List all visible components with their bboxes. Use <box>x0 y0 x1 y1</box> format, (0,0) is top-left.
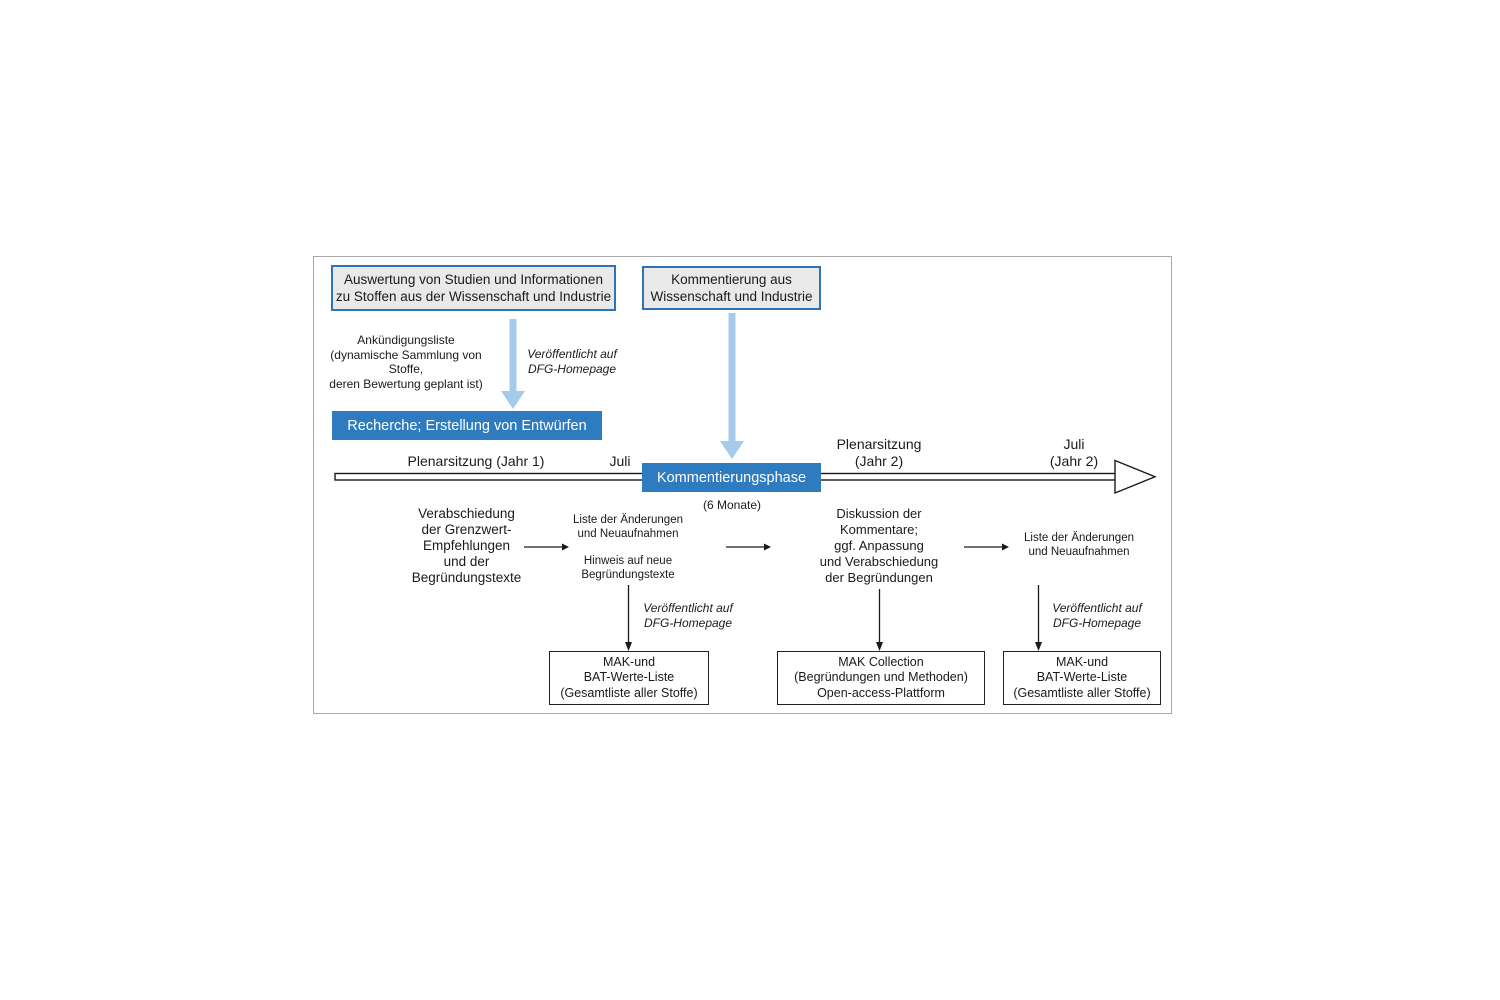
step-list-of-changes-1: Liste der Änderungen und Neuaufnahmen <box>573 514 683 540</box>
box-evaluation-studies: Auswertung von Studien und Informationen… <box>331 265 616 311</box>
timeline-label-plenary-year2: Plenarsitzung (Jahr 2) <box>836 436 922 469</box>
blue-down-arrow-icon <box>720 313 744 459</box>
diagram-frame: Auswertung von Studien und Informationen… <box>313 256 1172 714</box>
right-arrow-icon <box>964 542 1010 552</box>
timeline-label-july-year2: Juli (Jahr 2) <box>1049 436 1099 469</box>
box-research-drafts: Recherche; Erstellung von Entwürfen <box>332 411 602 440</box>
phase-duration-label: (6 Monate) <box>702 498 762 512</box>
blue-down-arrow-icon <box>501 319 525 409</box>
step-note-new-documentation: Hinweis auf neue Begründungstexte <box>581 555 675 581</box>
announcement-list-label: Ankündigungsliste (dynamische Sammlung v… <box>329 333 483 391</box>
step-discussion-comments: Diskussion der Kommentare; ggf. Anpassun… <box>819 506 939 585</box>
right-arrow-icon <box>726 542 772 552</box>
published-note-homepage: Veröffentlicht auf DFG-Homepage <box>1052 601 1142 630</box>
down-arrow-icon <box>873 589 886 651</box>
published-note-homepage: Veröffentlicht auf DFG-Homepage <box>527 347 617 376</box>
step-adoption-recommendations: Verabschiedung der Grenzwert- Empfehlung… <box>411 506 522 585</box>
right-arrow-icon <box>524 542 570 552</box>
down-arrow-icon <box>622 585 635 651</box>
timeline-label-july-year1: Juli <box>609 453 631 469</box>
timeline-label-plenary-year1: Plenarsitzung (Jahr 1) <box>407 453 545 469</box>
box-commenting-phase: Kommentierungsphase <box>642 463 821 492</box>
step-list-of-changes-2: Liste der Änderungen und Neuaufnahmen <box>1024 532 1134 558</box>
box-commenting-input: Kommentierung aus Wissenschaft und Indus… <box>642 266 821 310</box>
box-mak-bat-list-1: MAK-und BAT-Werte-Liste (Gesamtliste all… <box>549 651 709 705</box>
box-mak-collection: MAK Collection (Begründungen und Methode… <box>777 651 985 705</box>
box-mak-bat-list-2: MAK-und BAT-Werte-Liste (Gesamtliste all… <box>1003 651 1161 705</box>
down-arrow-icon <box>1032 585 1045 651</box>
published-note-homepage: Veröffentlicht auf DFG-Homepage <box>643 601 733 630</box>
